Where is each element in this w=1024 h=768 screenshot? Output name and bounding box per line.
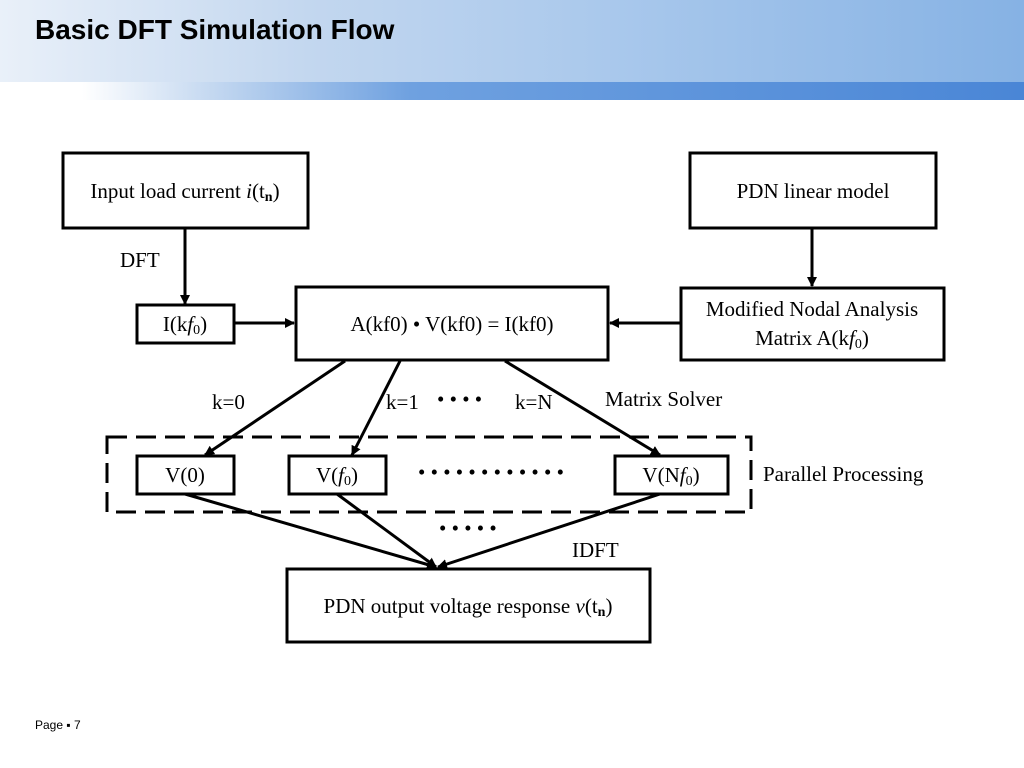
mna-text-line1: Modified Nodal Analysis (706, 297, 918, 321)
equation-box (294, 285, 610, 362)
slide-title: Basic DFT Simulation Flow (35, 14, 395, 45)
pdn-linear-model-text: PDN linear model (737, 179, 890, 203)
lower-dots: • • • • • (439, 516, 497, 540)
vf0-text: V(f0) (316, 463, 358, 489)
kN-label: k=N (515, 390, 553, 414)
k0-label: k=0 (212, 390, 245, 414)
i-kf0-text: I(kf0) (163, 312, 207, 338)
v0-box (135, 454, 236, 496)
row-dots: • • • • • • • • • • • • (418, 460, 564, 484)
parallel-processing-region (105, 435, 753, 514)
mna-box (679, 286, 946, 362)
output-voltage-box (285, 567, 652, 644)
output-voltage-text: PDN output voltage response v(tn) (324, 594, 613, 620)
page-label: Page (35, 718, 64, 732)
middle-dots: • • • • (437, 387, 482, 411)
arrow-kN (504, 359, 661, 457)
i-kf0-box (135, 303, 236, 345)
parallel-processing-label: Parallel Processing (763, 462, 924, 486)
arrow-vf0-to-output (336, 492, 437, 569)
vnf0-text: V(Nf0) (642, 463, 699, 489)
arrow-vnf0-to-output (437, 492, 661, 569)
idft-label: IDFT (572, 538, 619, 562)
title-bar-accent-strip (0, 82, 1024, 100)
matrix-solver-label: Matrix Solver (605, 387, 722, 411)
equation-text: A(kf0) • V(kf0) = I(kf0) (350, 312, 553, 336)
arrow-k1 (350, 360, 402, 456)
page-footer: Page ▪ 7 (35, 718, 81, 732)
dft-label: DFT (120, 248, 160, 272)
vnf0-box (613, 454, 730, 496)
v0-text: V(0) (165, 463, 205, 487)
mna-text-line2: Matrix A(kf0) (755, 326, 869, 352)
page-number: 7 (73, 718, 81, 732)
arrow-k0 (204, 359, 346, 457)
input-load-current-box (61, 151, 310, 230)
page-separator: ▪ (66, 718, 71, 732)
k1-label: k=1 (386, 390, 419, 414)
arrow-v0-to-output (184, 492, 437, 570)
title-bar (0, 0, 1024, 82)
input-load-current-text: Input load current i(tn) (90, 179, 279, 205)
pdn-linear-model-box (688, 151, 938, 230)
